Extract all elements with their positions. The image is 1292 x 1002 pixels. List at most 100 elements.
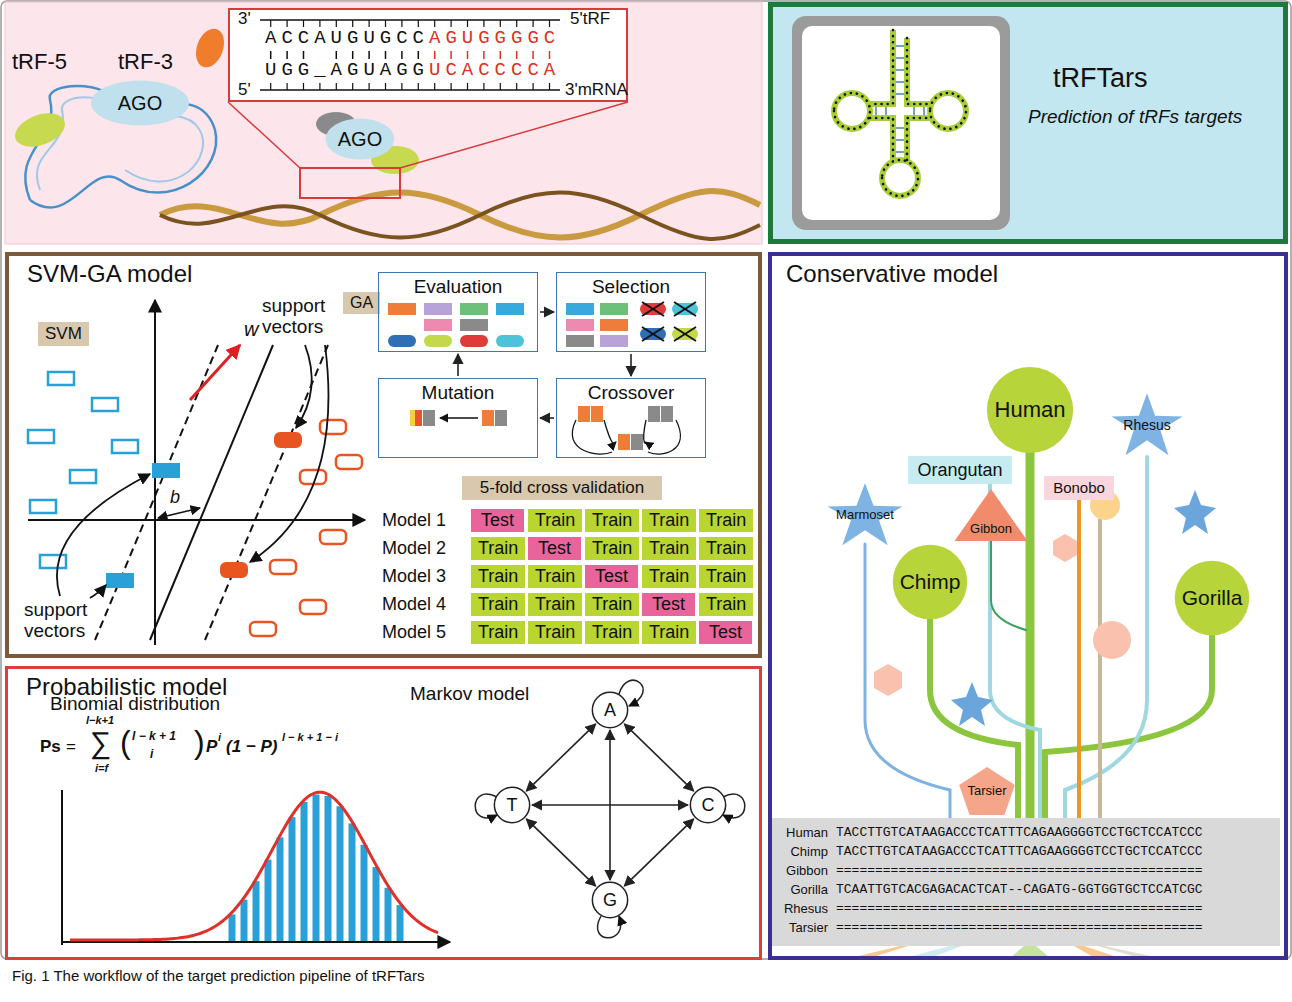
probabilistic-panel-art (5, 666, 762, 960)
fold-cell: Train (527, 564, 583, 589)
node-text: Test (481, 510, 514, 531)
fold-cell: Train (470, 592, 526, 617)
panel-title: SVM-GA model (27, 262, 192, 286)
formula-part: (1 − P) (226, 738, 278, 757)
node-outline (592, 692, 627, 727)
svm-panel-art (320, 530, 346, 544)
conservative-panel-art (991, 540, 1026, 630)
svm-panel-art (336, 455, 362, 469)
flow-arrow (540, 311, 554, 313)
node-outline (1175, 561, 1249, 635)
ga-population-art (648, 406, 660, 422)
ago-protein: AGO (90, 80, 190, 126)
node-text: TACCTTGTCATAAGACCCTCATTTCAGAAGGGGTCCTGCT… (836, 845, 1203, 858)
alignment-pairing-art (369, 20, 370, 27)
fold-cell: Train (584, 620, 640, 645)
alignment-pairing-art (451, 83, 452, 90)
svm-panel-art (70, 470, 96, 483)
alignment-pairing-art (270, 51, 272, 59)
conservative-panel-art (768, 252, 1288, 960)
ga-population-art (424, 303, 452, 315)
node-text: Chimp (900, 570, 961, 594)
ga-population-art (415, 410, 422, 426)
ga-population-art (388, 303, 416, 315)
alignment-pairing-art (500, 83, 501, 90)
ga-population-art (642, 327, 664, 341)
svm-panel-art (270, 560, 296, 574)
probabilistic-panel-art (397, 905, 404, 941)
node-text: A (604, 700, 616, 721)
alignment-pairing-art (467, 51, 469, 59)
label-text: Markov model (410, 684, 529, 705)
fold-cell: Train (470, 536, 526, 561)
ga-population-art (496, 335, 524, 347)
node-text: Train (535, 622, 575, 643)
fold-cell: Train (641, 508, 697, 533)
alignment-pairing-art (319, 83, 320, 90)
alignment-pairing-art (500, 51, 502, 59)
agotrf-panel (300, 168, 400, 198)
alignment-pairing-art (352, 20, 353, 27)
state-circle: A (592, 692, 628, 728)
node-text: Prediction of tRFs targets (1028, 107, 1242, 126)
species-star: Marmoset (826, 482, 904, 548)
node-text: Train (649, 566, 689, 587)
fold-cell: Train (584, 508, 640, 533)
alignment-pairing-art (286, 51, 288, 59)
svm-panel-art (57, 345, 329, 598)
trftars-panel-art (834, 30, 966, 196)
conservative-panel-art (1053, 534, 1077, 562)
alignment-pairing-art (260, 19, 560, 21)
probabilistic-panel-art (598, 916, 621, 938)
node-text: Train (535, 566, 575, 587)
fold-cell: Train (470, 564, 526, 589)
node-text: Tarsier (967, 784, 1006, 799)
ga-population-art (424, 319, 452, 331)
node-text: Train (649, 538, 689, 559)
model-panel: Conservative modelHumanRhesusOrangutanBo… (768, 252, 1288, 960)
node-text: Train (535, 510, 575, 531)
ga-population-art (388, 303, 698, 450)
svm-panel-art (190, 345, 240, 400)
svm-panel-art (30, 500, 56, 513)
agotrf-panel (160, 193, 760, 239)
alignment-pairing-art (467, 83, 468, 90)
svm-panel-art (300, 470, 326, 484)
conservative-panel-art (874, 664, 902, 696)
conservative-panel-art (1098, 520, 1102, 818)
svm-panel-art (221, 563, 247, 577)
ga-population-art (672, 328, 698, 340)
node-text: Train (706, 538, 746, 559)
formula-part: Ps (40, 738, 61, 757)
svm-panel-art (5, 252, 762, 658)
node-text: TCAATTGTCACGAGACACTCAT--CAGATG-GGTGGTGCT… (836, 883, 1203, 896)
ga-population-art (410, 410, 415, 426)
node-text: Test (709, 622, 742, 643)
svm-panel-art (92, 398, 118, 411)
alignment-pairing-art (418, 51, 420, 59)
probabilistic-panel-art (70, 792, 438, 941)
svm-panel-art (107, 464, 179, 587)
formula-part: l−k+1 (86, 714, 114, 726)
agotrf-panel (191, 25, 229, 71)
node-text: Gibbon (970, 522, 1012, 537)
alignment-pairing-art (319, 20, 320, 27)
ga-population-art (578, 406, 590, 422)
ga-population-art (674, 327, 696, 341)
label-text: Model 2 (382, 539, 446, 559)
state-circle: T (494, 787, 530, 823)
formula-part: ( (120, 725, 131, 760)
alignment-pairing-art (287, 20, 288, 27)
fold-cell: Train (641, 620, 697, 645)
trftars-panel-art (792, 16, 1010, 230)
probabilistic-panel-art (253, 881, 260, 941)
probabilistic-panel-art (61, 790, 63, 945)
species-triangle: Gibbon (953, 488, 1029, 542)
svm-panel-art (28, 372, 138, 568)
svm-panel-art (300, 600, 326, 614)
ga-population-art (566, 303, 594, 315)
trftars-panel-art (802, 26, 1000, 220)
sequence-alignment: HumanTACCTTGTCATAAGACCCTCATTTCAGAAGGGGTC… (772, 818, 1280, 946)
svm-panel-art (320, 420, 346, 434)
fold-cell: Train (584, 536, 640, 561)
